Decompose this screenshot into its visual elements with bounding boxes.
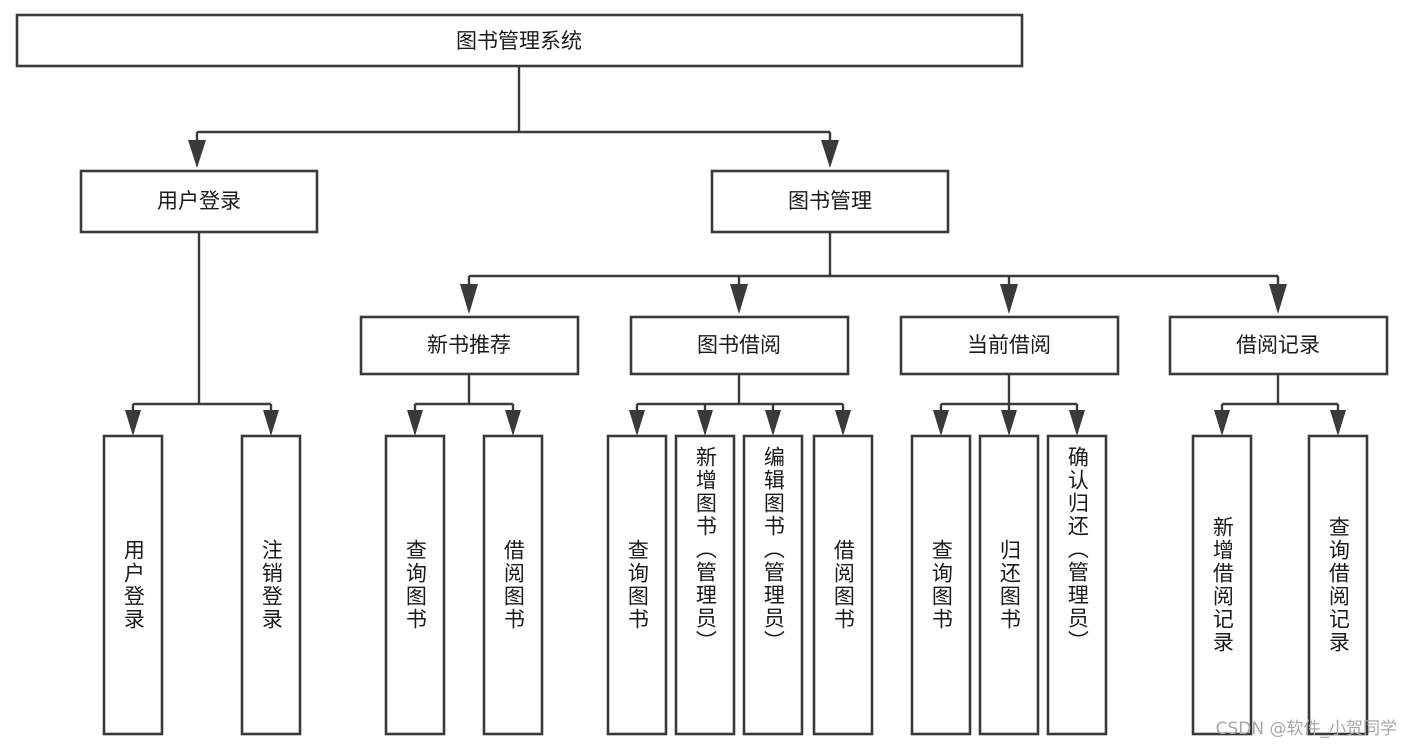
- csdn-watermark: CSDN @软件_小贺同学: [1215, 719, 1397, 739]
- node-new-book-recommend-box: [359, 315, 580, 376]
- leaf-box-borrow-edit[interactable]: [742, 434, 804, 736]
- arrow-to-leaf-record-add: [1214, 410, 1230, 436]
- node-root-system-label: 图书管理系统: [456, 29, 582, 53]
- arrow-to-borrow-record: [1269, 284, 1287, 314]
- node-book-borrow[interactable]: 图书借阅: [629, 315, 850, 376]
- leaf-box-current-confirm[interactable]: [1046, 434, 1108, 736]
- node-root-system-box: [15, 13, 1024, 68]
- node-borrow-record[interactable]: 借阅记录: [1168, 315, 1389, 376]
- node-current-borrow[interactable]: 当前借阅: [899, 315, 1120, 376]
- arrow-to-leaf-recommend-query: [407, 410, 423, 436]
- arrow-to-leaf-borrow-query: [629, 410, 645, 436]
- arrow-to-leaf-user-login: [125, 410, 141, 436]
- arrow-to-leaf-recommend-borrow: [505, 410, 521, 436]
- node-user-login-label: 用户登录: [157, 189, 241, 213]
- leaf-box-current-return[interactable]: [978, 434, 1040, 736]
- node-book-manage-label: 图书管理: [788, 189, 872, 213]
- leaf-box-borrow-add[interactable]: [674, 434, 736, 736]
- leaf-box-recommend-query[interactable]: [384, 434, 446, 736]
- leaf-box-record-add[interactable]: [1191, 434, 1253, 736]
- node-new-book-recommend[interactable]: 新书推荐: [359, 315, 580, 376]
- node-root-system[interactable]: 图书管理系统: [15, 13, 1024, 68]
- arrow-to-leaf-borrow-add: [697, 410, 713, 436]
- node-book-borrow-box: [629, 315, 850, 376]
- arrow-to-book-borrow: [730, 284, 748, 314]
- node-current-borrow-label: 当前借阅: [967, 333, 1051, 357]
- arrow-to-leaf-borrow-lend: [835, 410, 851, 436]
- arrow-to-leaf-current-query: [933, 410, 949, 436]
- leaf-box-logout[interactable]: [240, 434, 302, 736]
- arrow-to-leaf-logout: [263, 410, 279, 436]
- node-new-book-recommend-label: 新书推荐: [427, 333, 511, 357]
- node-book-manage[interactable]: 图书管理: [710, 169, 950, 234]
- arrow-to-user-login: [188, 140, 206, 168]
- leaf-box-recommend-borrow[interactable]: [482, 434, 544, 736]
- arrow-to-leaf-current-return: [1001, 410, 1017, 436]
- leaf-box-record-query[interactable]: [1307, 434, 1369, 736]
- arrow-to-current-borrow: [1000, 284, 1018, 314]
- node-borrow-record-label: 借阅记录: [1236, 333, 1320, 357]
- node-book-borrow-label: 图书借阅: [697, 333, 781, 357]
- leaf-box-borrow-query[interactable]: [606, 434, 668, 736]
- node-current-borrow-box: [899, 315, 1120, 376]
- arrow-to-leaf-record-query: [1330, 410, 1346, 436]
- arrow-to-new-book-recommend: [460, 284, 478, 314]
- node-book-manage-box: [710, 169, 950, 234]
- arrow-to-leaf-borrow-edit: [765, 410, 781, 436]
- arrow-to-book-manage: [821, 140, 839, 168]
- node-user-login[interactable]: 用户登录: [79, 169, 319, 234]
- node-borrow-record-box: [1168, 315, 1389, 376]
- arrow-to-leaf-current-confirm: [1069, 410, 1085, 436]
- leaf-box-user-login[interactable]: [102, 434, 164, 736]
- leaf-box-borrow-lend[interactable]: [812, 434, 874, 736]
- leaf-box-current-query[interactable]: [910, 434, 972, 736]
